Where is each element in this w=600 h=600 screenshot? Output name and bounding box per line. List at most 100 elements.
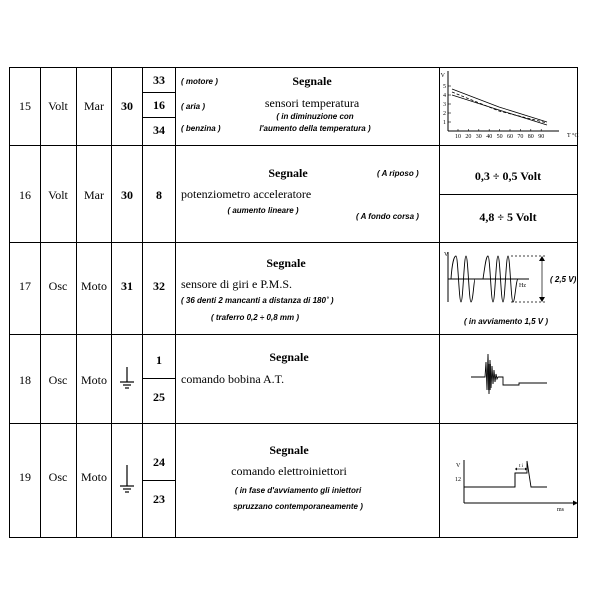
measure-unit: Osc xyxy=(48,470,68,484)
axis-tick-label: 10 xyxy=(455,134,461,140)
pin-b: 34 xyxy=(153,123,165,137)
signal-title: Segnale xyxy=(269,443,309,457)
signal-description: sensori temperatura xyxy=(264,96,360,110)
row-number: 17 xyxy=(19,279,31,293)
signal-title: Segnale xyxy=(292,74,332,88)
sensor-label: ( benzina ) xyxy=(181,124,221,133)
axis-tick-label: 20 xyxy=(465,134,471,140)
pin-a: 31 xyxy=(121,279,133,293)
column-divider xyxy=(175,67,176,537)
table-border-right xyxy=(577,67,578,537)
axis-tick-label: 1 xyxy=(443,120,446,126)
table-border-top xyxy=(9,67,578,68)
full-voltage-value: 4,8 ÷ 5 Volt xyxy=(479,210,537,224)
row-number: 19 xyxy=(19,470,31,484)
pin-a: 30 xyxy=(121,99,133,113)
axis-label: V xyxy=(444,252,449,258)
axis-tick-label: 80 xyxy=(528,134,534,140)
column-divider xyxy=(111,67,112,537)
pin-subdivider xyxy=(142,92,175,93)
value-subdivider xyxy=(439,194,578,195)
row-divider xyxy=(9,242,578,243)
pinout-table: 15 Volt Mar 30 33 16 34 ( motore ) ( ari… xyxy=(9,67,578,538)
test-condition: Moto xyxy=(80,279,108,293)
signal-description: sensore di giri e P.M.S. xyxy=(181,277,292,291)
table-border-bottom xyxy=(9,537,578,538)
row-divider xyxy=(9,423,578,424)
pin-b: 24 xyxy=(153,455,165,469)
axis-tick-label: 2 xyxy=(443,111,446,117)
pin-b: 23 xyxy=(153,492,165,506)
signal-note: l'aumento della temperatura ) xyxy=(259,124,371,133)
pin-subdivider xyxy=(142,117,175,118)
ground-icon xyxy=(120,465,134,493)
measure-unit: Osc xyxy=(48,279,68,293)
pin-b: 25 xyxy=(153,390,165,404)
test-condition: Moto xyxy=(80,470,108,484)
graph-caption: ( in avviamento 1,5 V ) xyxy=(464,317,548,326)
signal-description: comando bobina A.T. xyxy=(181,372,285,386)
ignition-coil-waveform xyxy=(471,353,547,395)
row-number: 16 xyxy=(19,188,31,202)
pin-b: 16 xyxy=(153,98,165,112)
measure-unit: Volt xyxy=(48,188,68,202)
pin-b: 32 xyxy=(153,279,165,293)
measure-unit: Osc xyxy=(48,373,68,387)
column-divider xyxy=(142,67,143,537)
pin-b: 1 xyxy=(156,353,162,367)
signal-note: ( 36 denti 2 mancanti a distanza di 180˚… xyxy=(181,296,334,305)
test-condition: Mar xyxy=(84,99,104,113)
row-divider xyxy=(9,334,578,335)
row-number: 15 xyxy=(19,99,31,113)
row-divider xyxy=(9,145,578,146)
pin-b: 33 xyxy=(153,73,165,87)
speed-sensor-waveform: V Hz ( 2,5 V) ( in avviamento 1,5 V ) xyxy=(444,252,577,326)
signal-title: Segnale xyxy=(269,350,309,364)
pin-subdivider xyxy=(142,378,175,379)
axis-label: V xyxy=(441,73,446,79)
signal-note: ( aumento lineare ) xyxy=(227,206,299,215)
pin-a: 30 xyxy=(121,188,133,202)
sensor-label: ( aria ) xyxy=(181,102,206,111)
temperature-voltage-graph: V T °C 1 2 3 4 5 10 20 30 40 50 60 70 80 90 xyxy=(441,71,578,140)
row-number: 18 xyxy=(19,373,31,387)
axis-tick-label: 5 xyxy=(443,84,446,90)
signal-description: potenziometro acceleratore xyxy=(181,187,312,201)
column-divider xyxy=(439,67,440,537)
axis-tick-label: 40 xyxy=(486,134,492,140)
sensor-label: ( motore ) xyxy=(181,77,218,86)
measure-unit: Volt xyxy=(48,99,68,113)
signal-note: ( traferro 0,2 ÷ 0,8 mm ) xyxy=(211,313,299,322)
signal-title: Segnale xyxy=(268,166,308,180)
table-border-left xyxy=(9,67,10,537)
axis-label: V xyxy=(456,463,461,469)
axis-tick-label: 30 xyxy=(476,134,482,140)
amplitude-label: ( 2,5 V) xyxy=(550,275,577,284)
axis-tick-label: 90 xyxy=(538,134,544,140)
signal-note: ( in diminuzione con xyxy=(276,112,354,121)
axis-tick-label: 12 xyxy=(455,477,461,483)
rest-state-label: ( A riposo ) xyxy=(377,169,419,178)
axis-label: Hz xyxy=(519,283,526,289)
column-divider xyxy=(76,67,77,537)
test-condition: Moto xyxy=(80,373,108,387)
signal-title: Segnale xyxy=(266,256,306,270)
pulse-width-label: t i xyxy=(519,464,524,469)
signal-description: comando elettroiniettori xyxy=(231,464,347,478)
test-condition: Mar xyxy=(84,188,104,202)
axis-tick-label: 70 xyxy=(517,134,523,140)
axis-label: ms xyxy=(557,507,565,513)
injector-waveform: V 12 ms t i xyxy=(455,460,578,513)
full-state-label: ( A fondo corsa ) xyxy=(356,212,419,221)
signal-note: spruzzano contemporaneamente ) xyxy=(233,502,363,511)
axis-tick-label: 3 xyxy=(443,102,446,108)
signal-note: ( in fase d'avviamento gli iniettori xyxy=(234,486,362,495)
pin-b: 8 xyxy=(156,188,162,202)
rest-voltage-value: 0,3 ÷ 0,5 Volt xyxy=(474,169,542,183)
axis-tick-label: 4 xyxy=(443,93,446,99)
ground-icon xyxy=(120,367,134,389)
axis-tick-label: 50 xyxy=(497,134,503,140)
axis-label: T °C xyxy=(567,132,578,139)
column-divider xyxy=(40,67,41,537)
axis-tick-label: 60 xyxy=(507,134,513,140)
